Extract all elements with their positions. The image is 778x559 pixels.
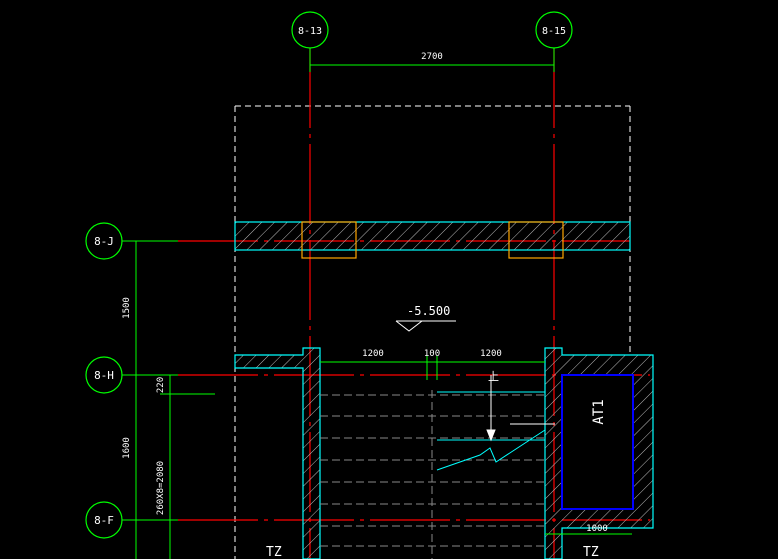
elevation-label: -5.500 (407, 304, 450, 318)
columns (301, 221, 564, 259)
axis-label-8-h: 8-H (94, 369, 114, 382)
stair-walls (234, 347, 654, 559)
left-dimension (124, 240, 215, 559)
elevator-label: AT1 (591, 399, 607, 424)
up-mark: 上 (488, 370, 499, 383)
flight-dimension (320, 356, 632, 535)
stair-treads (320, 390, 545, 559)
dim-bottom-right: 1000 (586, 524, 608, 534)
top-dimension (309, 58, 555, 72)
stair-arrow (436, 375, 555, 471)
dim-small-step: 220 (156, 377, 166, 393)
dim-flight-right: 1200 (480, 349, 502, 359)
dim-top-span: 2700 (421, 52, 443, 62)
axis-label-8-j: 8-J (94, 235, 114, 248)
dim-flight-left: 1200 (362, 349, 384, 359)
dim-stair-run: 260X8=2080 (156, 461, 166, 515)
dim-left-lower: 1600 (122, 437, 132, 459)
dim-gap: 100 (424, 349, 440, 359)
tz-label-left: TZ (266, 545, 282, 559)
dim-left-upper: 1500 (122, 297, 132, 319)
axis-label-8-f: 8-F (94, 514, 114, 527)
wall-beam-j (234, 221, 631, 251)
horizontal-axes: 8-J 8-H 8-F (85, 222, 178, 539)
axis-label-8-15: 8-15 (542, 26, 566, 37)
labels: 上 AT1 TZ TZ (266, 370, 607, 559)
dimension-texts: 2700 1500 1600 220 260X8=2080 1200 100 1… (122, 52, 608, 534)
column-15-j (508, 221, 564, 259)
column-13-j (301, 221, 357, 259)
tz-label-right: TZ (583, 545, 599, 559)
elevation-marker: -5.500 (395, 304, 456, 332)
axis-label-8-13: 8-13 (298, 26, 322, 37)
vertical-axes: 8-13 8-15 (291, 11, 573, 58)
elevator-shaft (561, 374, 634, 510)
